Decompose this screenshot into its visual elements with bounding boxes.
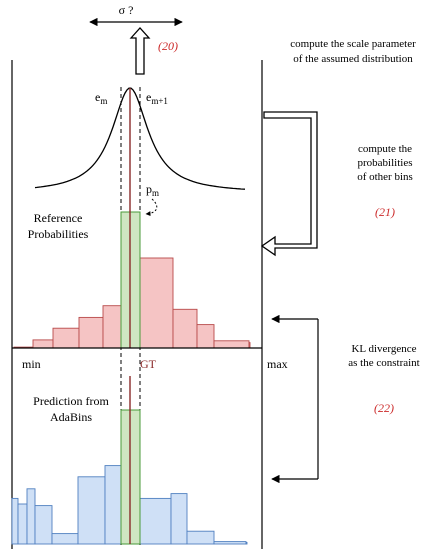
ref-bar-3: [52, 327, 80, 349]
eq-20-label: (20): [158, 39, 178, 53]
ref-bar-9: [196, 324, 215, 349]
pred-bar-11: [186, 530, 215, 545]
prob-text-line2: probabilities: [358, 157, 413, 169]
ref-label-line2: Probabilities: [28, 227, 89, 241]
ref-bar-11: [248, 342, 251, 349]
gaussian-curve: [34, 87, 246, 190]
em-label: em: [95, 90, 107, 106]
pred-bar-3: [26, 488, 36, 545]
prob-text-line3: of other bins: [357, 171, 413, 183]
pred-bar-12: [213, 541, 247, 545]
scale-text-line1: compute the scale parameter: [290, 38, 416, 50]
eq-22-label: (22): [374, 401, 394, 415]
pm-curved-arrow: [145, 198, 158, 217]
pred-bar-13: [245, 541, 248, 545]
pred-label-line1: Prediction from: [33, 394, 109, 408]
axis-gt-label: GT: [140, 357, 157, 371]
axis-min-label: min: [22, 357, 41, 371]
scale-text-line2: of the assumed distribution: [293, 53, 413, 65]
pm-label: pm: [146, 182, 159, 198]
em1-label: em+1: [146, 90, 168, 106]
kl-text-line1: KL divergence: [351, 343, 416, 355]
ref-bar-7: [139, 257, 174, 349]
ref-bar-5: [102, 305, 122, 349]
pred-label-line2: AdaBins: [50, 410, 92, 424]
pred-bar-5: [51, 533, 79, 545]
pred-bar-6: [77, 476, 106, 545]
ref-bar-4: [78, 316, 104, 349]
prediction-histogram: [11, 465, 248, 545]
axis-max-label: max: [267, 357, 288, 371]
pred-bar-7: [104, 465, 122, 545]
ref-bar-2: [32, 339, 54, 349]
ref-label-line1: Reference: [34, 211, 83, 225]
kl-text-line2: as the constraint: [348, 357, 419, 369]
pred-bar-2: [17, 503, 28, 545]
pred-bar-4: [34, 505, 53, 545]
ref-bar-10: [213, 340, 250, 349]
bent-hollow-arrow: [260, 111, 318, 257]
ref-bar-8: [172, 308, 198, 349]
pred-bar-9: [139, 497, 172, 545]
pred-bar-1: [11, 497, 19, 545]
prob-text-line1: compute the: [358, 143, 412, 155]
eq-21-label: (21): [375, 205, 395, 219]
sigma-label: σ ?: [119, 3, 134, 17]
hollow-up-arrow: [129, 27, 151, 75]
pred-bar-10: [170, 493, 188, 545]
